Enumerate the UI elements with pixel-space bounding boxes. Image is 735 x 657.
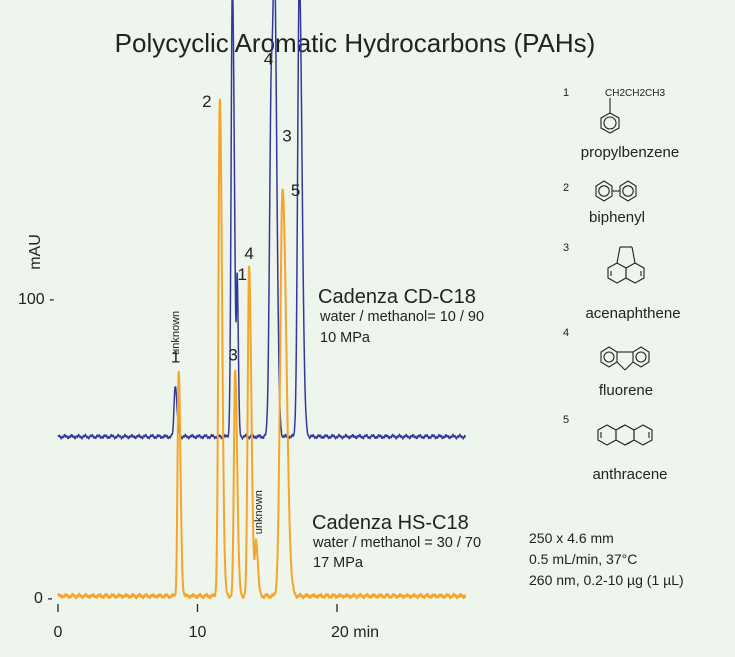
peak-labels: unknown214351234unknown5	[170, 49, 300, 534]
peak-label: 3	[282, 126, 291, 145]
series-name-hs-c18: Cadenza HS-C18	[312, 512, 469, 534]
peak-label: unknown	[253, 490, 265, 534]
peak-label: 5	[291, 181, 300, 200]
series-name-cd-c18: Cadenza CD-C18	[318, 286, 476, 308]
peak-label: 4	[244, 244, 253, 263]
peak-label: 2	[202, 92, 211, 111]
compound-name-propylbenzene: propylbenzene	[581, 144, 679, 161]
conditions-hs-c18-pressure: 17 MPa	[313, 555, 364, 571]
fluorene-structure-icon	[600, 346, 650, 371]
compound-legend: 1 CH2CH2CH3 propylbenzene 2 biphenyl 3	[563, 87, 681, 483]
method-detection: 260 nm, 0.2-10 µg (1 µL)	[529, 572, 684, 588]
chart-title: Polycyclic Aromatic Hydrocarbons (PAHs)	[115, 28, 596, 58]
peak-label: 1	[171, 347, 180, 366]
y-axis-label: mAU	[27, 234, 44, 270]
compound-number-4: 4	[563, 327, 569, 339]
compound-number-3: 3	[563, 242, 569, 254]
compound-number-1: 1	[563, 87, 569, 99]
compound-number-2: 2	[563, 182, 569, 194]
y-tick-label-100: 100 -	[18, 291, 54, 308]
biphenyl-structure-icon	[595, 180, 637, 202]
x-axis: 0 10 20 min	[54, 604, 379, 641]
conditions-cd-c18-mobile-phase: water / methanol= 10 / 90	[319, 309, 484, 325]
chromatogram-trace-cd-c18	[57, 0, 466, 440]
peak-label: unknown	[170, 311, 182, 355]
compound-name-biphenyl: biphenyl	[589, 209, 645, 226]
peak-label: 4	[264, 49, 273, 68]
peak-label: 1	[238, 265, 247, 284]
peak-label: 3	[228, 345, 237, 364]
acenaphthene-structure-icon	[607, 246, 645, 284]
propylbenzene-substituent: CH2CH2CH3	[605, 88, 665, 99]
y-tick-label-0: 0 -	[34, 590, 53, 607]
x-tick-label: 0	[54, 624, 63, 641]
compound-number-5: 5	[563, 414, 569, 426]
chromatogram-trace-hs-c18	[57, 98, 467, 600]
anthracene-structure-icon	[597, 424, 653, 446]
compound-name-acenaphthene: acenaphthene	[585, 305, 680, 322]
x-tick-label: 10	[189, 624, 207, 641]
propylbenzene-structure-icon	[600, 98, 620, 134]
method-column: 250 x 4.6 mm	[529, 530, 614, 546]
compound-name-anthracene: anthracene	[592, 466, 667, 483]
x-tick-label: 20 min	[331, 624, 379, 641]
method-flow: 0.5 mL/min, 37°C	[529, 551, 637, 567]
conditions-hs-c18-mobile-phase: water / methanol = 30 / 70	[312, 535, 481, 551]
compound-name-fluorene: fluorene	[599, 382, 653, 399]
conditions-cd-c18-pressure: 10 MPa	[320, 330, 371, 346]
